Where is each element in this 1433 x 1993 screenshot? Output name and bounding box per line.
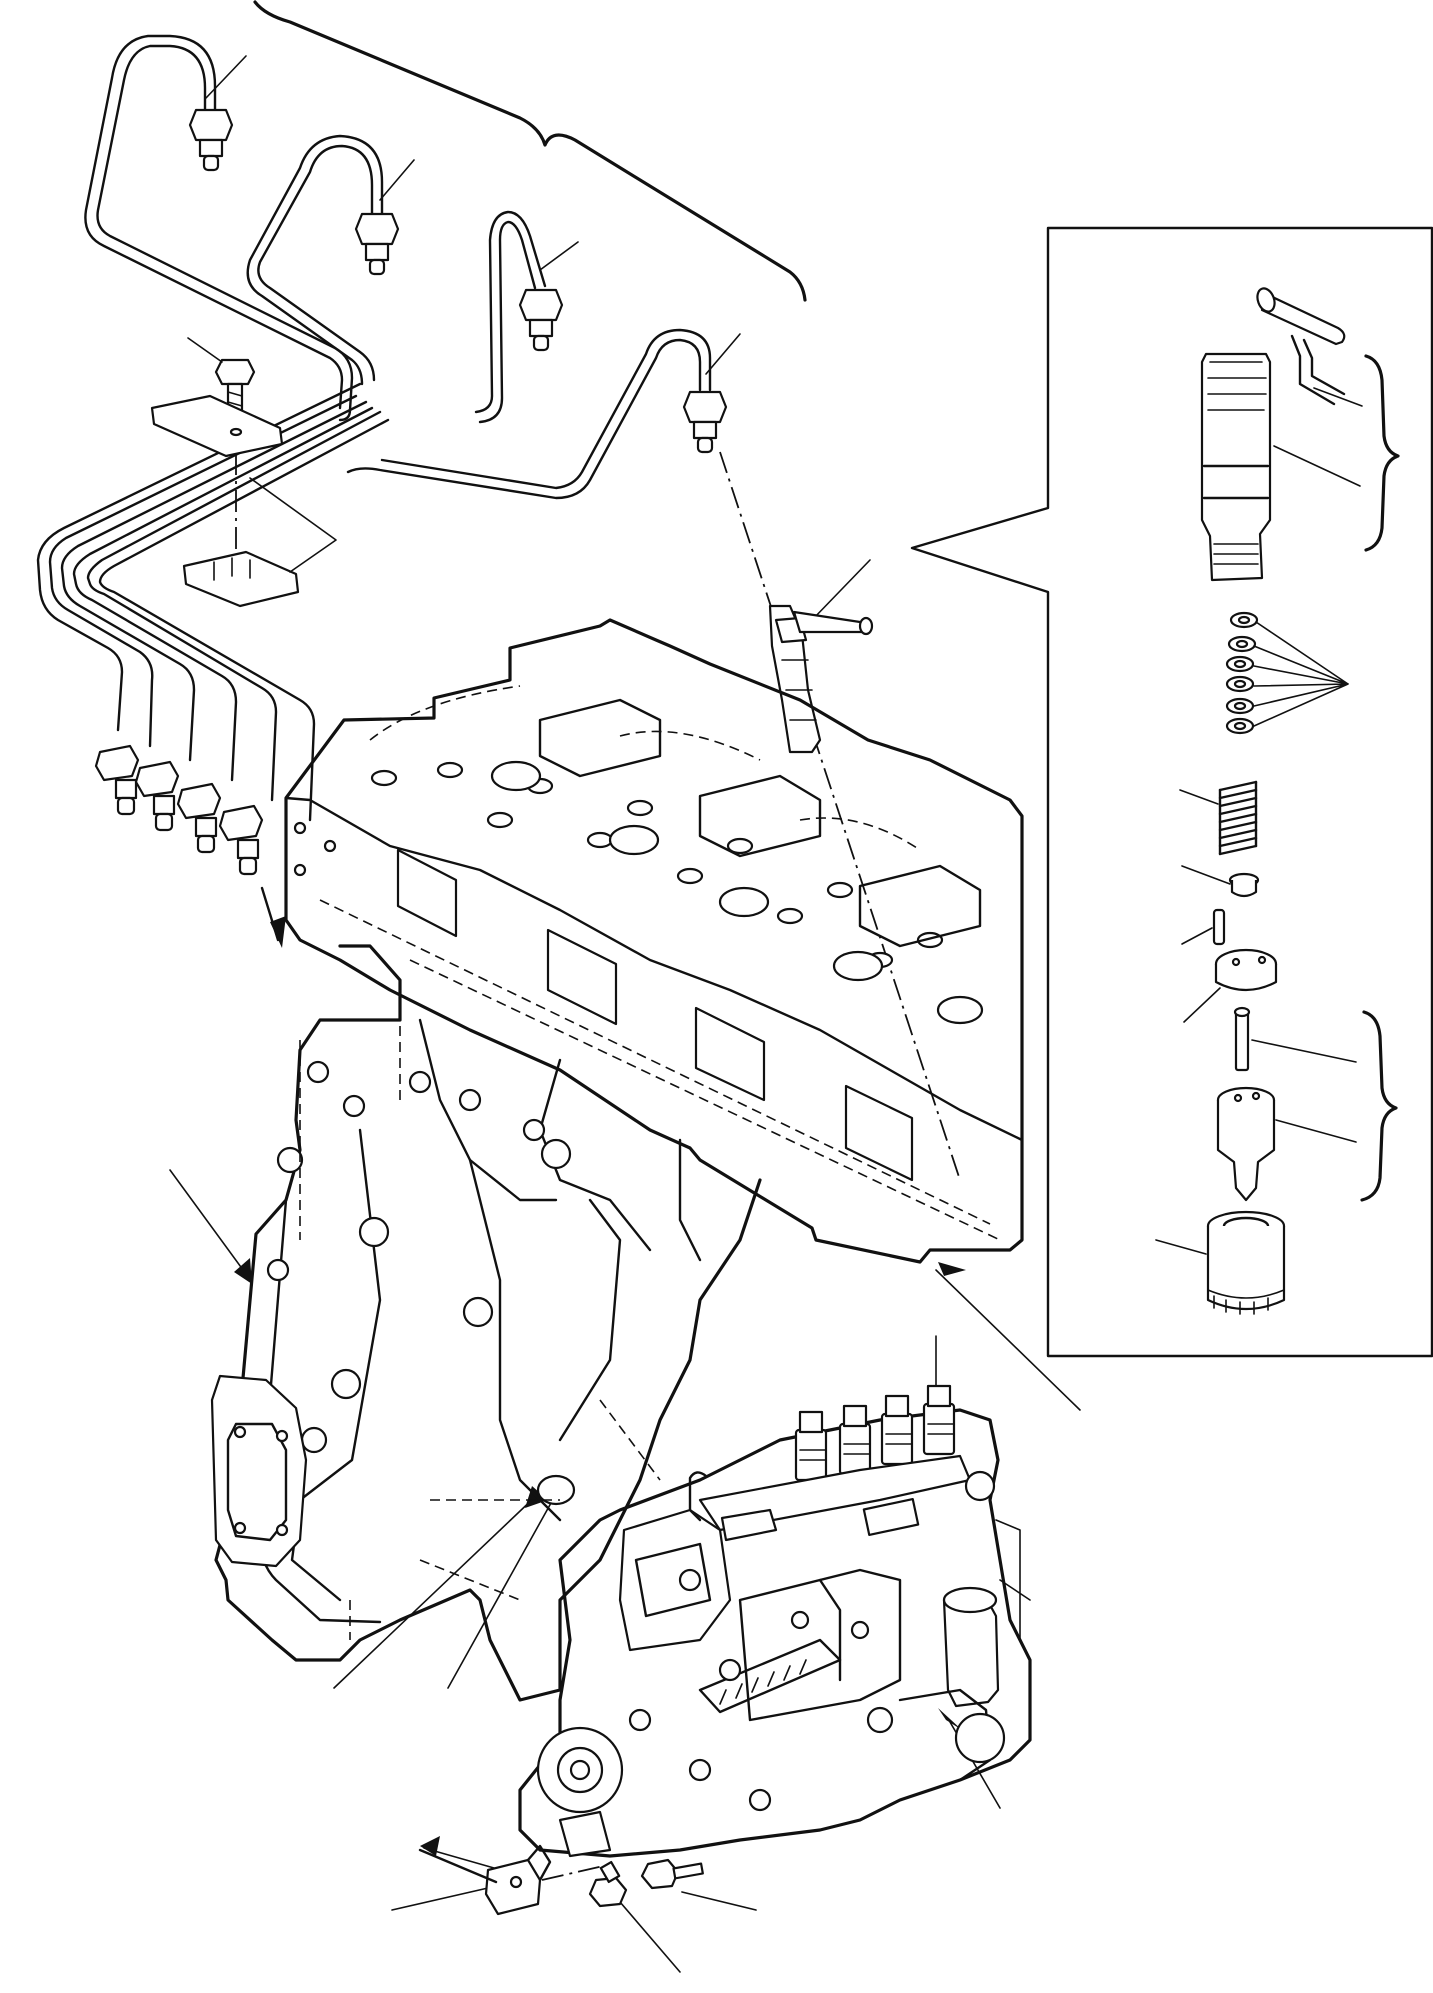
mounting-bolt-1 <box>588 1860 628 1908</box>
leak-off-connector <box>1256 287 1346 406</box>
pump-side-nuts <box>94 744 264 876</box>
pipe-nut-2 <box>354 212 400 276</box>
spring-seat <box>1181 865 1260 898</box>
pipe-set-brace <box>253 0 807 302</box>
fuel-injector <box>768 604 874 754</box>
injector-detail-panel <box>910 226 1433 1358</box>
holder-brace <box>1364 354 1400 552</box>
dowel-pin <box>1181 908 1226 946</box>
pipe-nut-3 <box>518 288 564 352</box>
pipe-nut-4 <box>682 390 728 454</box>
clamp-bolt <box>214 358 256 416</box>
nozzle-brace <box>1360 1010 1398 1202</box>
pump-bracket <box>484 1844 552 1916</box>
direction-arrows <box>234 886 966 1856</box>
mounting-bolt-2 <box>640 1858 704 1890</box>
pipe-nut-1 <box>188 108 234 172</box>
shim-washers <box>1225 611 1349 735</box>
cylinder-block <box>210 944 762 1702</box>
spacer <box>1183 948 1278 1023</box>
injection-pipe-set <box>36 34 712 822</box>
needle-valve <box>1233 1006 1357 1072</box>
nozzle-holder-body <box>1200 352 1272 582</box>
pipe-clamp-upper <box>150 394 284 458</box>
pipe-clamp-lower <box>182 477 337 608</box>
cylinder-head <box>284 618 1024 1264</box>
pressure-spring <box>1179 780 1258 856</box>
bracket-axis-line <box>541 1863 613 1881</box>
fuel-injection-pump <box>518 1384 1032 1858</box>
retaining-nut <box>1155 1210 1286 1315</box>
injector-axis-line <box>719 451 961 1181</box>
nozzle-body <box>1216 1086 1357 1202</box>
bracket-arrow <box>418 1848 498 1884</box>
